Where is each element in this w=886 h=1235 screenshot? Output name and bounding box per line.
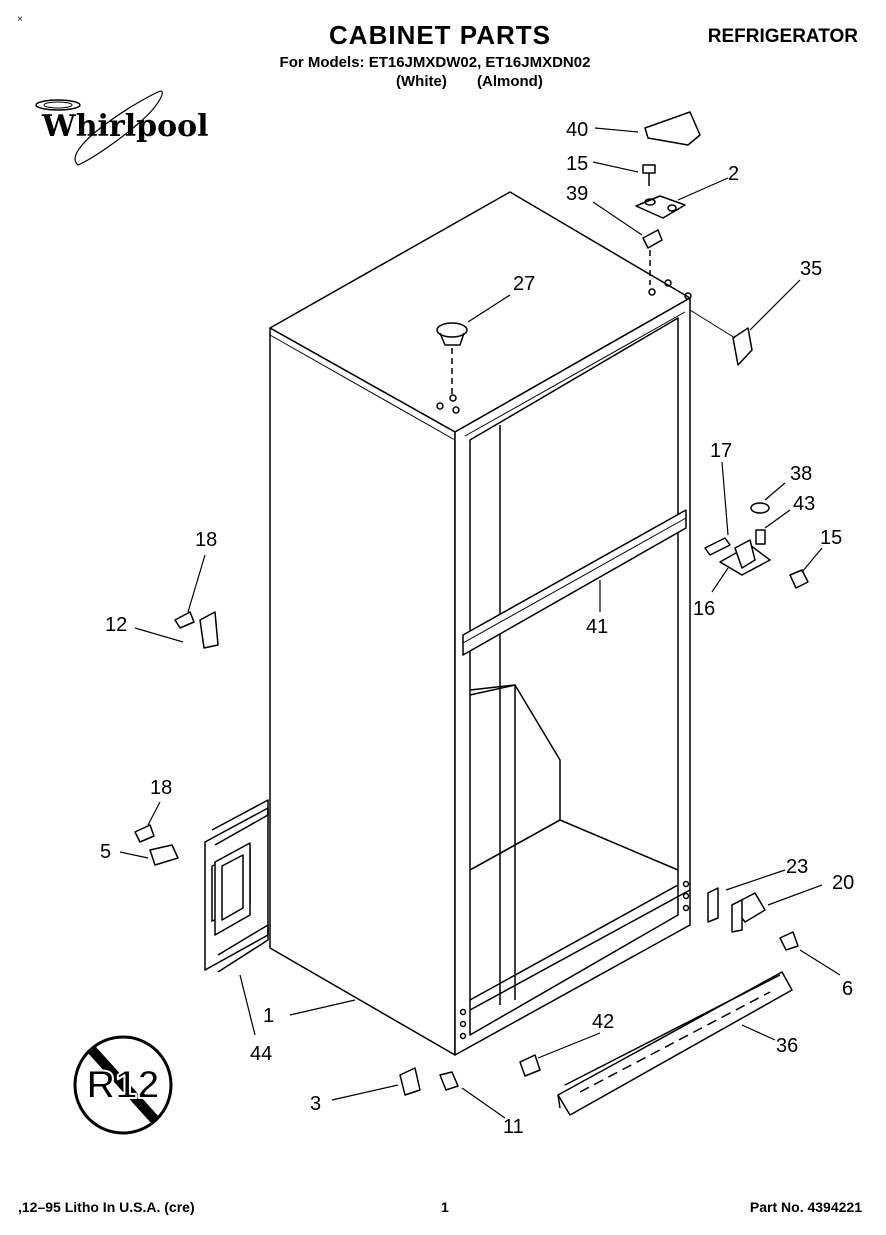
- callout-36: 36: [776, 1035, 798, 1057]
- center-hinge-assembly: [704, 502, 809, 589]
- callout-44: 44: [250, 1043, 272, 1065]
- callout-labels: 40 15 2 39 35 27 17 38 43 15 16 41 18 12…: [100, 119, 854, 1138]
- corner-mark: ×: [17, 14, 23, 25]
- model-numbers: For Models: ET16JMXDW02, ET16JMXDN02: [279, 54, 591, 71]
- brand-name: Whirlpool: [41, 109, 209, 144]
- toe-grille: [557, 971, 793, 1116]
- r12-badge-text: R12: [86, 1063, 159, 1107]
- callout-6: 6: [842, 978, 853, 1000]
- part-number: Part No. 4394221: [749, 1199, 862, 1215]
- callout-5: 5: [100, 841, 111, 863]
- whirlpool-logo: Whirlpool: [35, 90, 209, 166]
- callout-15-mid: 15: [820, 527, 842, 549]
- callout-43: 43: [793, 493, 815, 515]
- callout-2: 2: [728, 163, 739, 185]
- bottom-small-parts: [399, 1054, 541, 1096]
- callout-42: 42: [592, 1011, 614, 1033]
- callout-40: 40: [566, 119, 588, 141]
- print-date: ,12–95 Litho In U.S.A. (cre): [18, 1199, 195, 1215]
- left-hinge-brackets: [134, 611, 219, 866]
- callout-12: 12: [105, 614, 127, 636]
- color-variants: (White) (Almond): [396, 73, 569, 90]
- callout-16: 16: [693, 598, 715, 620]
- callout-1: 1: [263, 1005, 274, 1027]
- callout-39: 39: [566, 183, 588, 205]
- callout-27: 27: [513, 273, 535, 295]
- bottom-hinge-assembly: [707, 887, 799, 951]
- callout-35: 35: [800, 258, 822, 280]
- callout-41: 41: [586, 616, 608, 638]
- callout-18-lower: 18: [150, 777, 172, 799]
- r12-badge: R12: [73, 1035, 173, 1135]
- callout-18-upper: 18: [195, 529, 217, 551]
- side-bracket-44: [204, 799, 269, 973]
- variant-white: (White): [396, 73, 447, 90]
- callout-15-top: 15: [566, 153, 588, 175]
- callout-23: 23: [786, 856, 808, 878]
- divider-rail: [462, 509, 687, 656]
- page-title: CABINET PARTS: [329, 20, 551, 50]
- callout-11: 11: [503, 1116, 524, 1138]
- cabinet-body: [269, 191, 692, 1056]
- page-number: 1: [441, 1199, 449, 1215]
- callout-17: 17: [710, 440, 732, 462]
- callout-3: 3: [310, 1093, 321, 1115]
- callout-38: 38: [790, 463, 812, 485]
- leader-lines: [119, 127, 841, 1119]
- appliance-category: REFRIGERATOR: [707, 26, 858, 47]
- top-hinge-assembly: [436, 111, 753, 395]
- callout-20: 20: [832, 872, 854, 894]
- variant-almond: (Almond): [477, 73, 543, 90]
